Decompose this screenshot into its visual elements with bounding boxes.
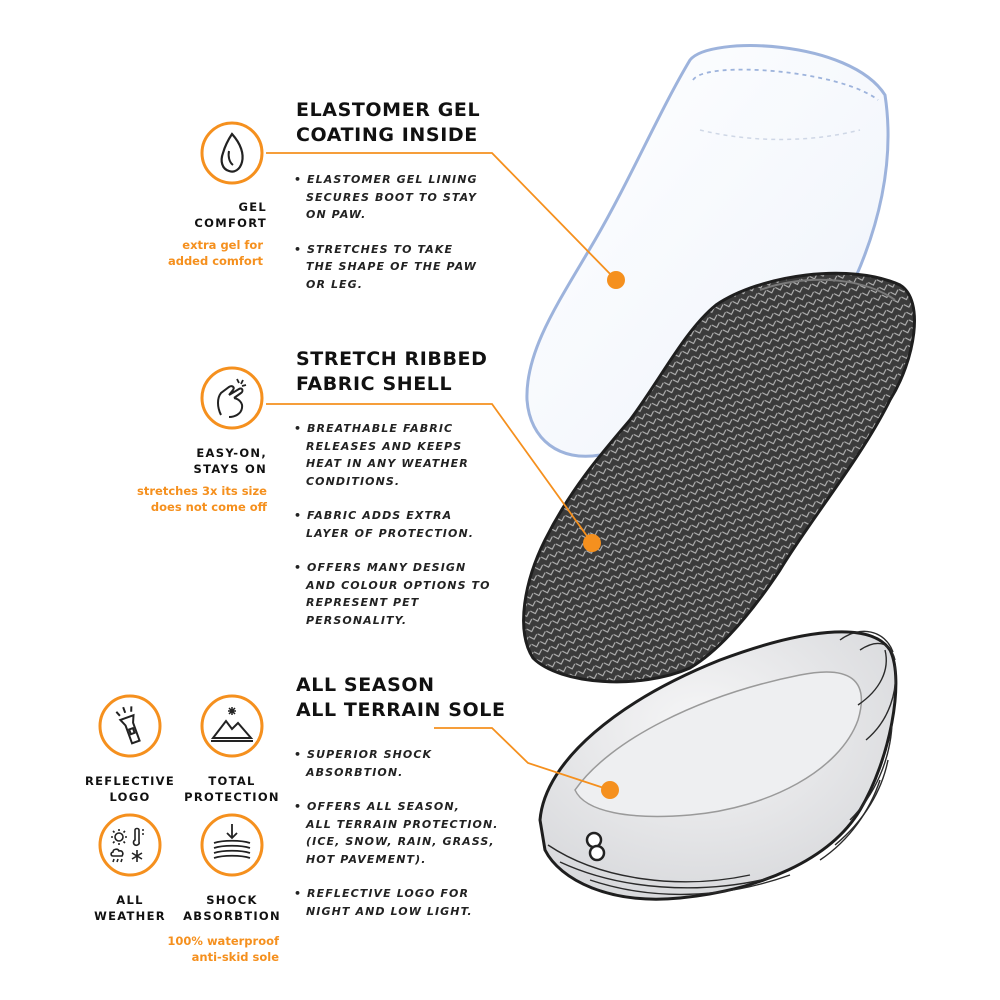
sole-bullet: • SUPERIOR SHOCK ABSORBTION. (294, 748, 433, 779)
fabric-bullet: • FABRIC ADDS EXTRA LAYER OF PROTECTION. (294, 509, 475, 540)
all-weather-label: ALL WEATHER (94, 893, 166, 923)
callout-dot-fabric (583, 534, 601, 552)
gel-bullet: • STRETCHES TO TAKE THE SHAPE OF THE PAW… (294, 242, 477, 291)
sole-note: 100% waterproof anti-skid sole (167, 934, 279, 964)
flashlight-icon (98, 694, 162, 758)
gel-comfort-note: extra gel for added comfort (167, 238, 263, 268)
callout-dot-gel (607, 271, 625, 289)
sole-bullet: • REFLECTIVE LOGO FOR NIGHT AND LOW LIGH… (294, 887, 473, 918)
reflective-logo-label: REFLECTIVE LOGO (84, 774, 176, 804)
gel-comfort-label: GEL COMFORT (194, 200, 267, 230)
gel-drop-icon (200, 121, 264, 185)
fabric-bullet-list: • BREATHABLE FABRIC RELEASES AND KEEPS H… (294, 420, 491, 646)
sole-illustration (538, 630, 898, 901)
fabric-bullet: • OFFERS MANY DESIGN AND COLOUR OPTIONS … (294, 561, 491, 627)
fabric-section-title: STRETCH RIBBED FABRIC SHELL (296, 348, 488, 395)
easy-on-label: EASY-ON, STAYS ON (193, 446, 267, 476)
sole-bullet: • OFFERS ALL SEASON, ALL TERRAIN PROTECT… (294, 800, 499, 866)
fabric-bullet: • BREATHABLE FABRIC RELEASES AND KEEPS H… (294, 422, 469, 488)
leader-lines (266, 152, 617, 791)
gel-bullet: • ELASTOMER GEL LINING SECURES BOOT TO S… (294, 173, 478, 221)
reflective-logo-mark (585, 831, 606, 862)
fabric-shell-illustration (522, 271, 916, 684)
total-protection-label: TOTAL PROTECTION (184, 774, 280, 804)
shock-layers-icon (200, 813, 264, 877)
weather-icon (98, 813, 162, 877)
sole-section-title: ALL SEASON ALL TERRAIN SOLE (296, 674, 506, 721)
callout-dot-sole (601, 781, 619, 799)
gel-bullet-list: • ELASTOMER GEL LINING SECURES BOOT TO S… (294, 171, 478, 310)
easy-on-note: stretches 3x its size does not come off (137, 484, 267, 514)
shock-absorbtion-label: SHOCK ABSORBTION (183, 893, 281, 923)
gel-section-title: ELASTOMER GEL COATING INSIDE (296, 99, 481, 146)
mountain-icon (200, 694, 264, 758)
sole-bullet-list: • SUPERIOR SHOCK ABSORBTION. • OFFERS AL… (294, 746, 499, 937)
pinch-hand-icon (200, 366, 264, 430)
